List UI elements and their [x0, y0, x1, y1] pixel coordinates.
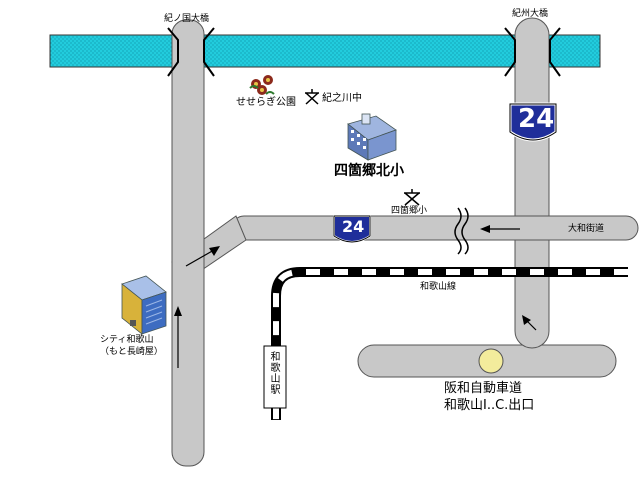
bridge-bracket-east-right [549, 27, 561, 77]
highway-label-line1: 阪和自動車道 [444, 381, 523, 396]
arrow-yamato-road [480, 225, 520, 233]
ic-marker [478, 348, 504, 374]
yamato-road-label: 大和街道 [568, 224, 605, 234]
landmark-label-line2: （もと長崎屋） [100, 347, 163, 357]
west-vertical-road [171, 19, 205, 467]
road-break-mark [454, 207, 462, 255]
target-school-label: 四箇郷北小 [334, 163, 404, 179]
railway-line-label: 和歌山線 [420, 282, 457, 292]
building-icon [121, 275, 167, 335]
park-label: せせらぎ公園 [236, 97, 296, 108]
school-building-icon [347, 113, 397, 161]
highway-label-line2: 和歌山I..C.出口 [444, 398, 535, 413]
road-break-mark-2 [461, 207, 469, 255]
east-vertical-road [514, 17, 550, 349]
school-label-elementary: 四箇郷小 [391, 206, 428, 216]
bridge-label-east: 紀州大橋 [512, 9, 549, 19]
route-24-shield-road [333, 215, 371, 243]
station-label: 和歌山駅 [268, 351, 279, 395]
arrow-ic-exit [522, 315, 537, 331]
flower-icon [249, 75, 275, 95]
route-number-north: 24 [518, 104, 555, 134]
arrow-west-road [174, 306, 182, 368]
route-number-road: 24 [342, 217, 365, 236]
bridge-bracket-west-right [203, 27, 215, 77]
school-symbol-icon [305, 89, 319, 105]
school-symbol-icon [404, 189, 420, 206]
landmark-label-line1: シティ和歌山 [100, 335, 154, 345]
bridge-label-west: 紀ノ国大橋 [164, 14, 210, 24]
bridge-bracket-west-left [167, 27, 179, 77]
route-24-shield-north [508, 102, 558, 142]
arrow-diagonal [185, 246, 220, 267]
bridge-bracket-east-left [504, 27, 516, 77]
river [49, 34, 601, 68]
school-label-junior-high: 紀之川中 [322, 93, 362, 104]
railway-line-dash [273, 269, 628, 420]
station-box [263, 345, 287, 409]
